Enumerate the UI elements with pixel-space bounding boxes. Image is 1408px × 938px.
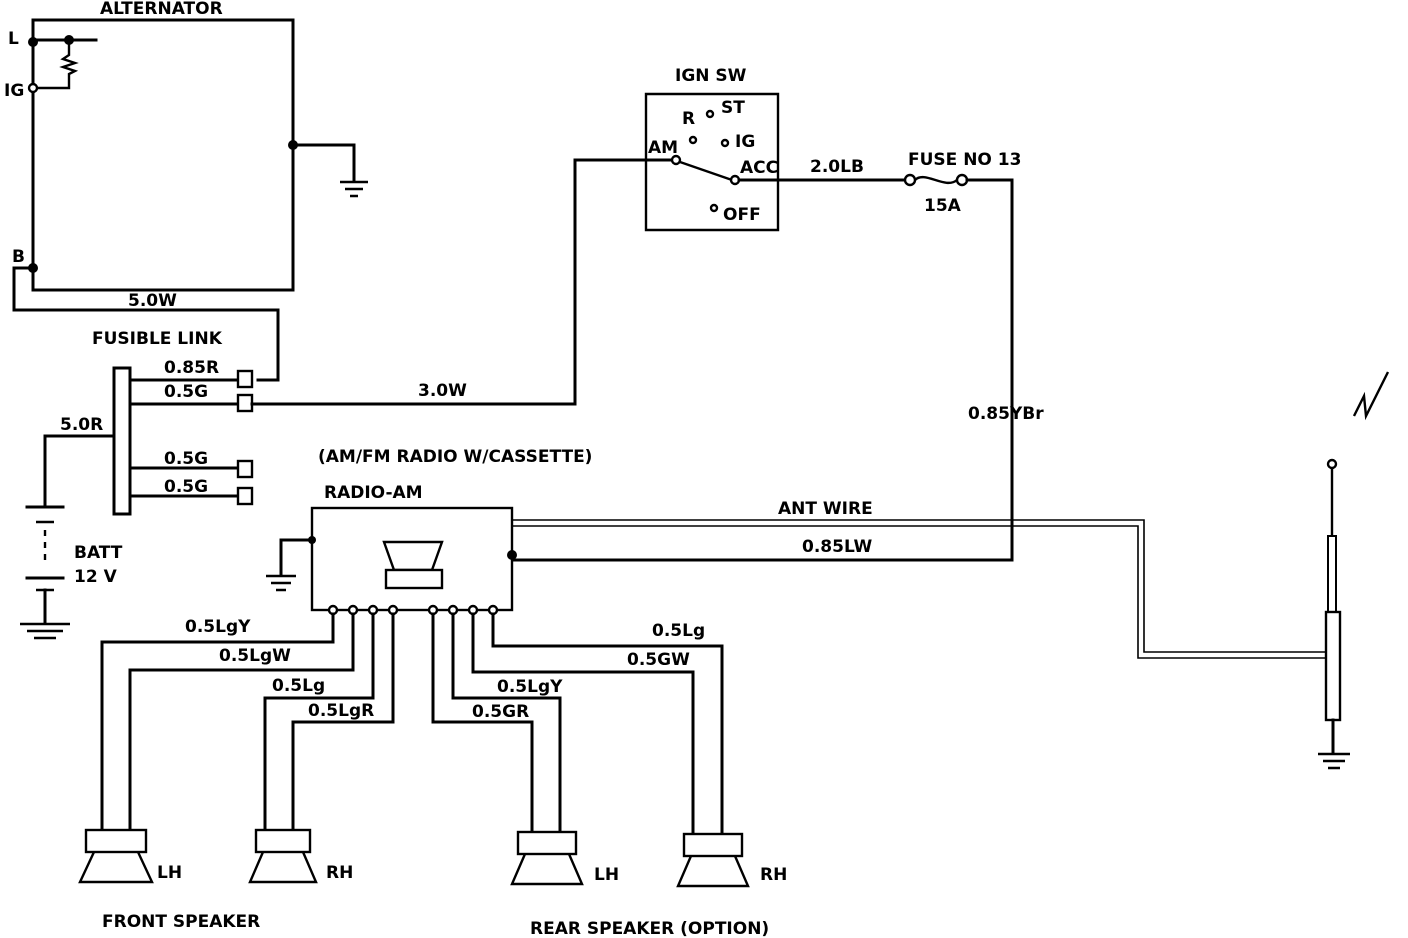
wire-label-alt-to-link: 5.0W — [128, 291, 177, 311]
wire-label-link-to-ign: 3.0W — [418, 381, 467, 401]
front-rh-label: RH — [326, 863, 353, 883]
rear-lh-speaker — [510, 830, 584, 886]
rear-rh-label: RH — [760, 865, 787, 885]
wire-label-rear-rh-b: 0.5GW — [627, 650, 690, 670]
fusible-link-title: FUSIBLE LINK — [92, 329, 223, 349]
wire-label-batt-to-link: 5.0R — [60, 415, 103, 435]
wire-label-rear-lh-a: 0.5LgY — [497, 677, 563, 697]
ant-wire-label: ANT WIRE — [778, 499, 873, 519]
wire-label-front-lh-a: 0.5LgY — [185, 617, 251, 637]
wire-label-rear-rh-a: 0.5Lg — [652, 621, 705, 641]
wire-label-front-lh-b: 0.5LgW — [219, 646, 291, 666]
lightning-icon — [1352, 371, 1390, 421]
alternator-terminal-b: B — [12, 247, 25, 267]
alternator-terminal-l: L — [8, 29, 19, 49]
rear-lh-label: LH — [594, 865, 619, 885]
rear-speaker-caption: REAR SPEAKER (OPTION) — [530, 919, 769, 938]
fuse-name: FUSE NO 13 — [908, 150, 1021, 170]
ign-pos-am: AM — [648, 138, 678, 158]
wire-label-05g-top: 0.5G — [164, 382, 208, 402]
battery — [20, 434, 116, 640]
ign-pos-off: OFF — [723, 205, 761, 225]
battery-voltage: 12 V — [74, 567, 118, 587]
wire-label-05g-low: 0.5G — [164, 477, 208, 497]
wire-label-front-rh-b: 0.5LgR — [308, 701, 374, 721]
radio — [266, 506, 517, 612]
alternator-title: ALTERNATOR — [100, 0, 223, 19]
wire-label-rear-lh-b: 0.5GR — [472, 702, 529, 722]
ign-pos-r: R — [682, 109, 695, 129]
ign-pos-st: ST — [721, 98, 745, 118]
alternator — [27, 18, 368, 292]
alternator-terminal-ig: IG — [4, 81, 24, 101]
front-speaker-caption: FRONT SPEAKER — [102, 912, 260, 932]
radio-title: RADIO-AM — [324, 483, 423, 503]
rear-rh-speaker — [676, 832, 750, 888]
ign-switch-title: IGN SW — [675, 66, 747, 86]
antenna — [512, 458, 1350, 770]
wire-label-radio-power: 0.85LW — [802, 537, 872, 557]
battery-label: BATT — [74, 543, 123, 563]
fuse-rating: 15A — [924, 196, 962, 216]
wire-label-085r: 0.85R — [164, 358, 219, 378]
ign-pos-acc: ACC — [740, 158, 778, 178]
wire-label-acc-to-fuse: 2.0LB — [810, 157, 864, 177]
radio-description: (AM/FM RADIO W/CASSETTE) — [318, 447, 592, 467]
wire-label-05g-mid: 0.5G — [164, 449, 208, 469]
wire-label-fuse-to-radio: 0.85YBr — [968, 404, 1044, 424]
fuse — [510, 173, 1014, 562]
speaker-wires — [100, 612, 724, 836]
fusible-link — [112, 366, 254, 516]
front-lh-label: LH — [157, 863, 182, 883]
front-lh-speaker — [78, 828, 154, 884]
front-rh-speaker — [248, 828, 318, 884]
ign-pos-ig: IG — [735, 132, 755, 152]
wire-label-front-rh-a: 0.5Lg — [272, 676, 325, 696]
